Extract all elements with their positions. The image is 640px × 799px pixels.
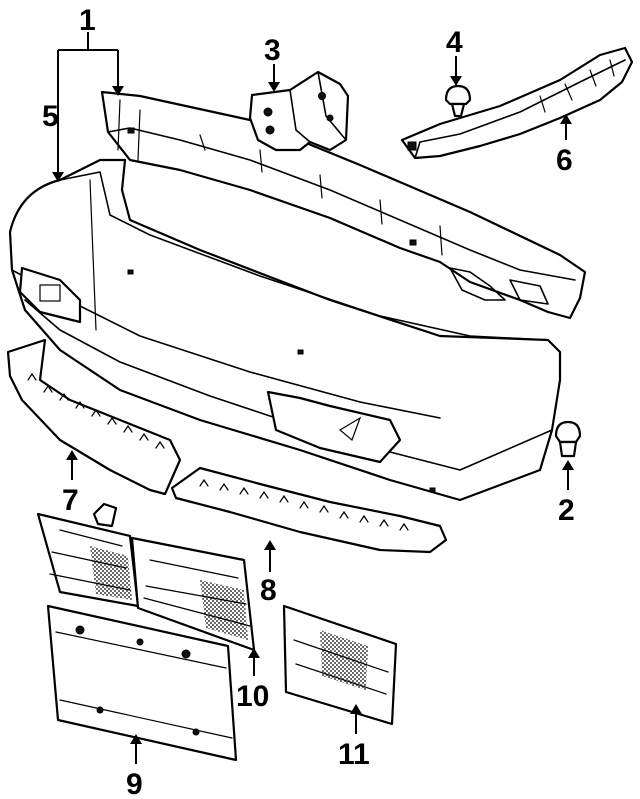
callout-4: 4 (446, 26, 463, 59)
leader-lines (52, 32, 574, 764)
lower-spoiler-right (170, 466, 448, 554)
callout-9: 9 (126, 768, 143, 799)
callout-6: 6 (556, 144, 573, 177)
lower-spoiler-left (6, 338, 182, 496)
retainer-clip-right (554, 420, 582, 458)
callout-7: 7 (62, 484, 79, 517)
callout-10: 10 (236, 680, 269, 713)
combination-lamp-assembly (36, 502, 256, 652)
side-bracket (400, 46, 634, 160)
bumper-cover (8, 158, 562, 502)
callout-8: 8 (260, 574, 277, 607)
license-plate-bracket (46, 604, 238, 762)
callout-1: 1 (79, 4, 96, 37)
retainer-clip-top (444, 84, 472, 118)
callout-labels: 1 3 4 5 6 2 7 8 10 11 9 (42, 4, 575, 799)
callout-11: 11 (338, 738, 370, 771)
callout-2: 2 (558, 494, 575, 527)
callout-3: 3 (264, 34, 281, 67)
side-marker-lamp (282, 604, 398, 726)
reinforcement-beam (100, 90, 587, 320)
callout-5: 5 (42, 100, 59, 133)
bumper-bracket (248, 70, 350, 152)
